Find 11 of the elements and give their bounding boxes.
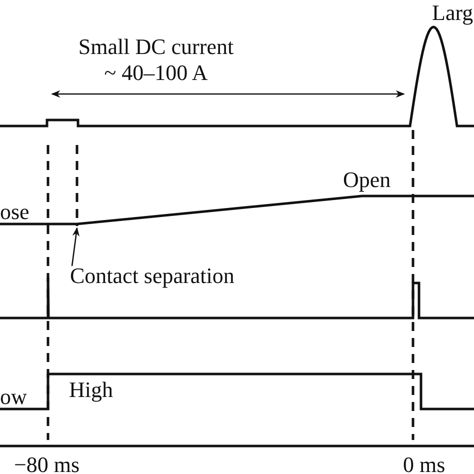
time-label: −80 ms — [14, 452, 80, 474]
time-label: 0 ms — [403, 452, 446, 474]
state-label: ose — [0, 199, 30, 225]
leader-line — [71, 227, 80, 266]
state-label: Open — [343, 167, 391, 193]
current-annotation: Small DC current ~ 40–100 A — [77, 34, 235, 86]
annotation-text: Contact separation — [70, 263, 234, 289]
state-label: High — [69, 377, 113, 403]
contact-travel-waveform — [0, 194, 474, 226]
waveform-label: Larg — [432, 0, 474, 26]
state-label: ow — [0, 384, 27, 410]
